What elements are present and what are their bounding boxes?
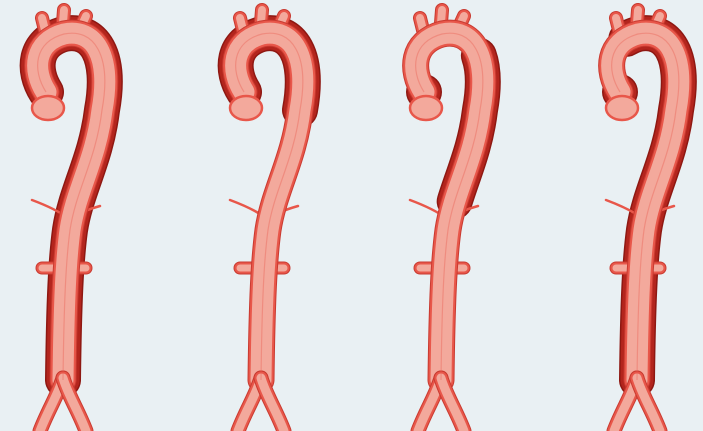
aortic-root bbox=[32, 96, 64, 120]
aortic-root bbox=[410, 96, 442, 120]
aorta-panel-4 bbox=[576, 0, 703, 431]
aorta bbox=[230, 10, 303, 431]
aorta bbox=[410, 10, 483, 431]
aorta-panel-1 bbox=[2, 0, 152, 431]
aortic-root bbox=[606, 96, 638, 120]
aorta-svg bbox=[200, 0, 350, 431]
aorta bbox=[606, 10, 679, 431]
aorta-panel-3 bbox=[380, 0, 530, 431]
aorta-svg bbox=[380, 0, 530, 431]
aorta-svg bbox=[576, 0, 703, 431]
aorta-panel-2 bbox=[200, 0, 350, 431]
aortic-root bbox=[230, 96, 262, 120]
aorta bbox=[32, 10, 105, 431]
aorta-svg bbox=[2, 0, 152, 431]
